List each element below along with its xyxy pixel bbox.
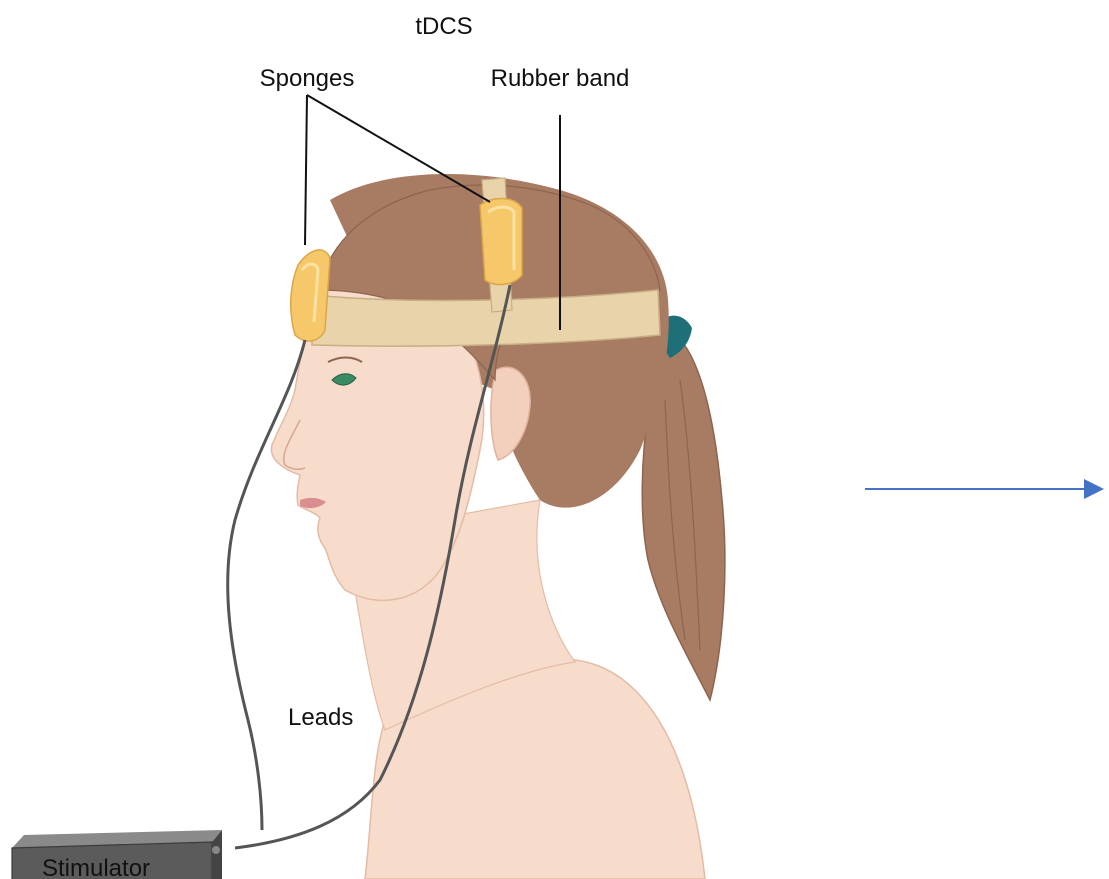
stimulator-port <box>212 846 220 854</box>
leads-label: Leads <box>288 704 353 731</box>
sponges-label: Sponges <box>260 65 355 92</box>
top-sponge-illustration <box>480 199 522 285</box>
stimulator-label: Stimulator <box>42 855 150 879</box>
diagram-title: tDCS <box>415 13 472 40</box>
sponges-pointer-frontal <box>305 95 307 245</box>
rubber-band-label: Rubber band <box>491 65 630 92</box>
